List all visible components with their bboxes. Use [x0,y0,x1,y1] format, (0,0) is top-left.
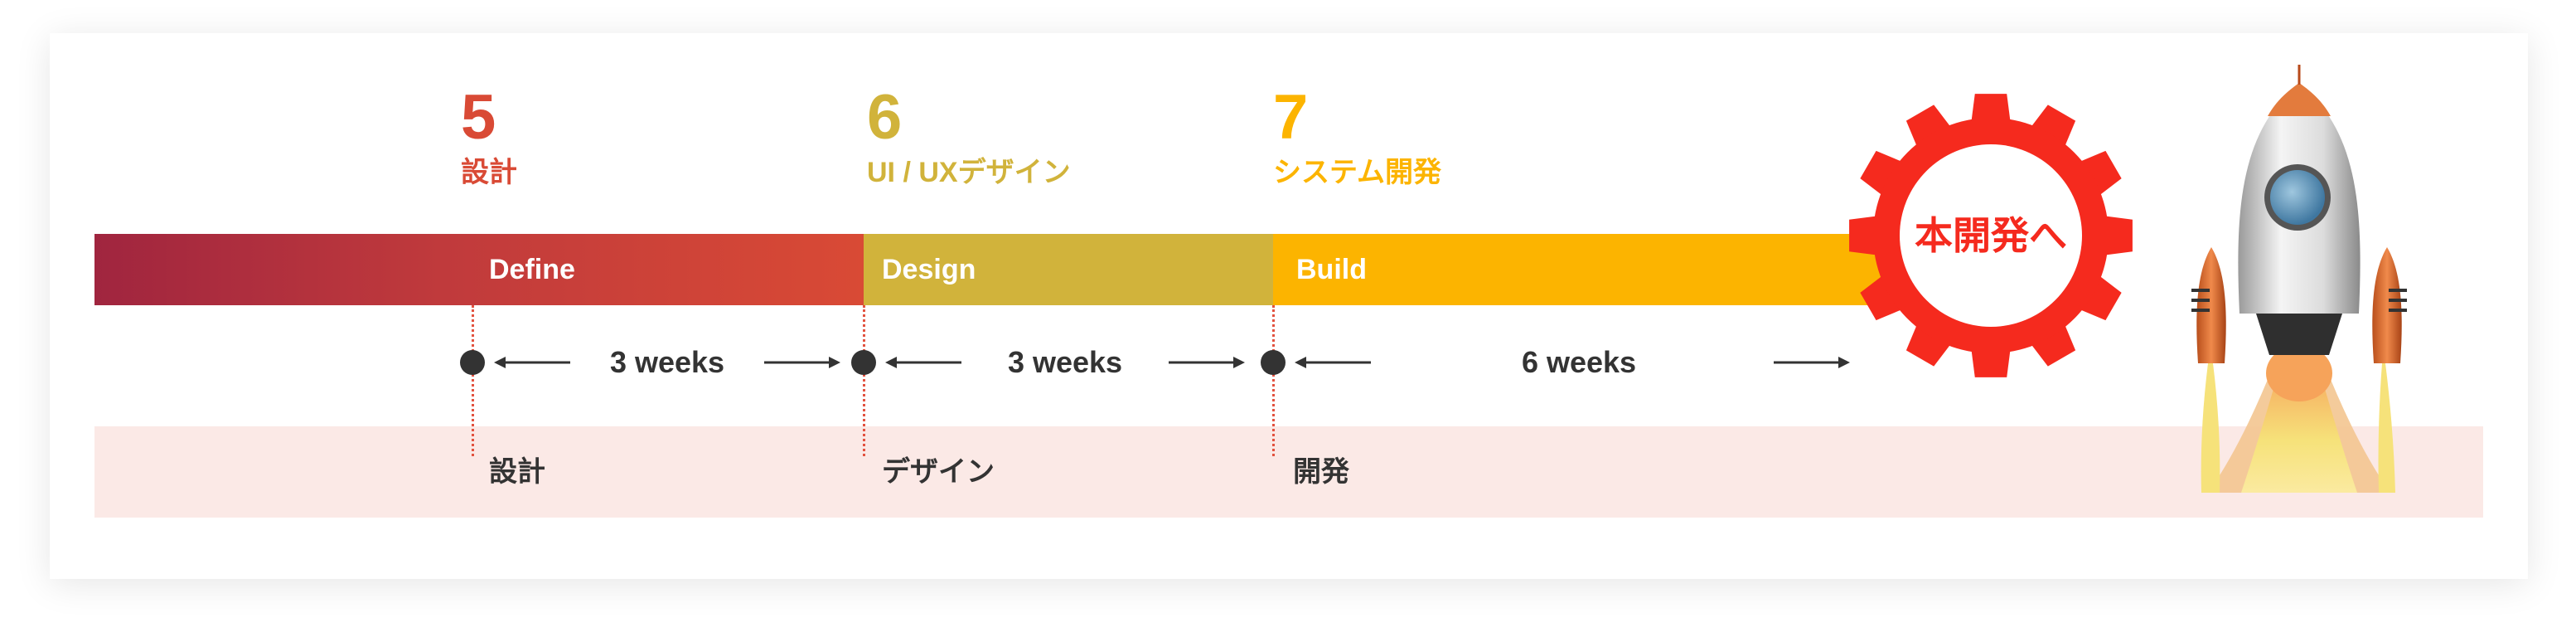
duration-label-define: 3 weeks [609,345,725,379]
bar-label-design: Design [882,254,976,285]
band-label-design: デザイン [882,456,995,488]
arrow-right-icon [1774,357,1850,368]
milestone-dot [1261,350,1286,375]
milestone-line-define [472,305,474,456]
bar-define [94,234,864,305]
milestone-line-design [863,305,865,456]
arrow-left-icon [494,357,570,368]
arrow-left-icon [1295,357,1371,368]
milestone-line-build [1272,305,1275,456]
phase-number: 7 [1273,82,1310,153]
phase-heading-build: 7 システム開発 [1273,83,1441,191]
bar-label-define: Define [489,254,575,285]
band-label-build: 開発 [1293,456,1349,488]
arrow-right-icon [764,357,840,368]
gear-label: 本開発へ [1915,214,2067,257]
duration-label-build: 6 weeks [1521,345,1637,379]
bar-label-build: Build [1296,254,1367,285]
phase-title: UI / UXデザイン [867,157,1071,188]
band-label-define: 設計 [489,456,545,488]
bar-design [864,234,1273,305]
phase-band [94,426,2483,518]
milestone-dot [851,350,876,375]
duration-label-design: 3 weeks [1007,345,1123,379]
phase-heading-design: 6 UI / UXデザイン [867,83,1071,191]
phase-title: システム開発 [1273,157,1441,188]
arrow-right-icon [1169,357,1245,368]
phase-number: 5 [461,82,497,153]
phase-title: 設計 [461,157,517,188]
bar-build [1273,234,1903,305]
rocket-icon [2191,65,2407,493]
arrow-left-icon [885,357,961,368]
gear-icon [1849,94,2133,377]
phase-number: 6 [867,82,903,153]
phase-heading-define: 5 設計 [461,83,517,191]
milestone-dot [460,350,485,375]
